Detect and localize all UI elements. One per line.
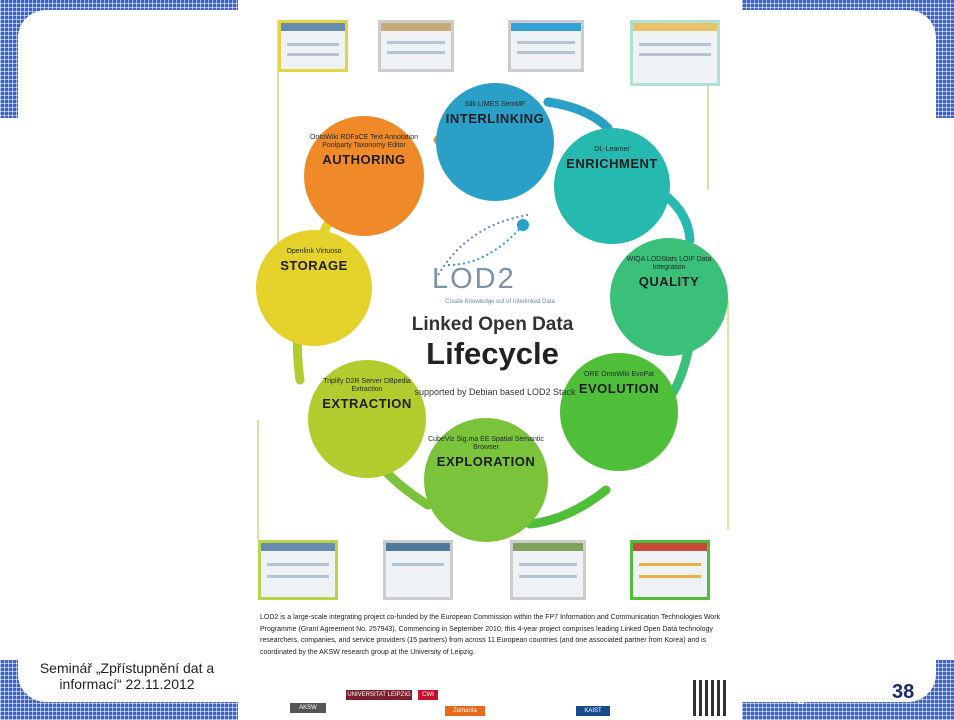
stage-enrichment: DL-Learner ENRICHMENT [554,128,670,244]
screenshot-thumbnail [278,20,348,72]
lod2-network-icon [437,214,529,276]
stage-title: STORAGE [280,258,348,273]
stage-tools: WIQA LODStats LOIF Data Integration [626,256,712,271]
poster-title-line1: Linked Open Data [411,314,574,335]
stage-title: AUTHORING [322,152,406,167]
stage-quality: WIQA LODStats LOIF Data Integration QUAL… [610,238,728,356]
stage-tools: Openlink Virtuoso [286,248,342,255]
partner-logo: AKSW [290,703,326,713]
stage-title: QUALITY [638,274,700,289]
stage-evolution: ORE OntoWiki EvoPat EVOLUTION [560,353,678,471]
screenshot-thumbnail [630,540,710,600]
partner-logo: CWI [418,690,438,700]
screenshot-thumbnail [508,20,584,72]
stage-tools: DL-Learner [594,146,630,153]
stage-interlinking: Silk LIMES SemMF INTERLINKING [436,83,554,201]
lod2-tagline: Create Knowledge out of Interlinked Data [445,299,555,305]
stage-storage: Openlink Virtuoso STORAGE [256,230,372,346]
partner-logo: Zemanta [445,706,485,716]
stage-tools: Silk LIMES SemMF [464,101,526,108]
screenshot-thumbnail [258,540,338,600]
lod2-logo: LOD2 [432,263,516,295]
stage-title: EXPLORATION [436,454,536,469]
footer-right-text: alogizace [772,684,849,704]
stage-exploration: CubeViz Sig.ma EE Spatial Semantic Brows… [424,418,548,542]
screenshot-thumbnail [378,20,454,72]
page-number: 38 [892,681,915,703]
stage-title: ENRICHMENT [566,156,658,171]
partner-logo: UNIVERSITAT LEIPZIG [346,690,412,700]
qr-code-icon [693,680,729,716]
stage-tools: Triplify D2R Server DBpedia Extraction [323,378,411,393]
stage-tools: CubeViz Sig.ma EE Spatial Semantic Brows… [428,436,544,451]
screenshot-thumbnail [630,20,720,86]
screenshot-thumbnail [510,540,586,600]
footer-seminar-label: Seminář „Zpřístupnění dat a informací“ 2… [39,660,215,692]
stage-title: INTERLINKING [445,111,545,126]
stage-authoring: OntoWiki RDFaCE Text Annotation Poolpart… [304,116,424,236]
stage-tools: ORE OntoWiki EvoPat [583,371,655,378]
stage-title: EXTRACTION [322,396,412,411]
stage-title: EVOLUTION [578,381,660,396]
stage-tools: OntoWiki RDFaCE Text Annotation Poolpart… [309,134,419,149]
partner-logo: KAIST [576,706,610,716]
stage-extraction: Triplify D2R Server DBpedia Extraction E… [308,360,426,478]
poster-subtitle: supported by Debian based LOD2 Stack [414,387,576,397]
screenshot-thumbnail [383,540,453,600]
project-description: LOD2 is a large-scale integrating projec… [260,614,721,656]
poster-title-line2: Lifecycle [426,336,559,371]
lod2-poster: Silk LIMES SemMF INTERLINKING DL-Learner… [238,0,742,720]
